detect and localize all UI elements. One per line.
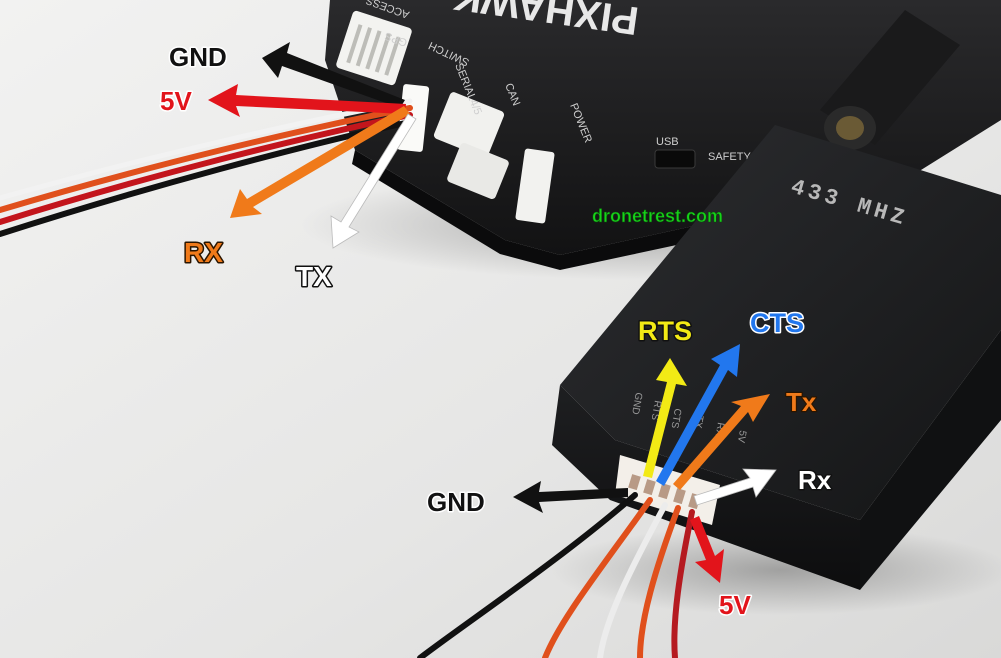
arrow-radio-rx — [693, 468, 777, 506]
radio-pin-label-5v: 5V — [735, 429, 748, 443]
fc-connector-block-4 — [515, 148, 555, 224]
label-radio-gnd: GND — [427, 487, 485, 517]
label-fc-tx: TX — [296, 261, 332, 292]
arrow-radio-rts — [643, 358, 687, 478]
label-radio-rx: Rx — [798, 465, 832, 495]
label-fc-gnd: GND — [169, 42, 227, 72]
label-radio-tx: Tx — [786, 387, 817, 417]
radio-pin-label-gnd: GND — [629, 391, 644, 415]
fc-silk-safety: SAFETY — [708, 151, 751, 163]
label-fc-rx: RX — [184, 237, 223, 268]
fc-connector-block-3 — [447, 142, 509, 200]
arrow-radio-gnd — [513, 481, 628, 513]
radio-pin-arrows — [513, 344, 777, 583]
fc-pin-arrows — [208, 42, 417, 249]
label-radio-rts: RTS — [638, 316, 692, 346]
radio-antenna — [820, 10, 960, 150]
watermark: dronetrest.com — [592, 206, 723, 226]
radio-wire-bundle — [417, 492, 695, 658]
label-radio-5v: 5V — [719, 590, 751, 620]
arrow-radio-5v — [690, 516, 724, 583]
arrow-radio-cts — [656, 344, 740, 486]
arrow-fc-rx — [230, 106, 410, 218]
label-radio-cts: CTS — [750, 308, 804, 338]
fc-connector-block-2 — [433, 92, 505, 158]
arrow-fc-tx — [330, 113, 417, 249]
arrow-radio-tx — [673, 394, 770, 490]
fc-silk-usb: USB — [656, 136, 679, 148]
arrow-fc-5v — [208, 84, 406, 117]
radio-module: 433 MHZ GND RTS CTS TX RX 5V — [552, 125, 1001, 590]
fc-usb-port — [654, 149, 696, 169]
label-fc-5v: 5V — [160, 86, 192, 116]
radio-pin-label-cts: CTS — [669, 407, 683, 429]
arrow-fc-gnd — [262, 42, 405, 108]
